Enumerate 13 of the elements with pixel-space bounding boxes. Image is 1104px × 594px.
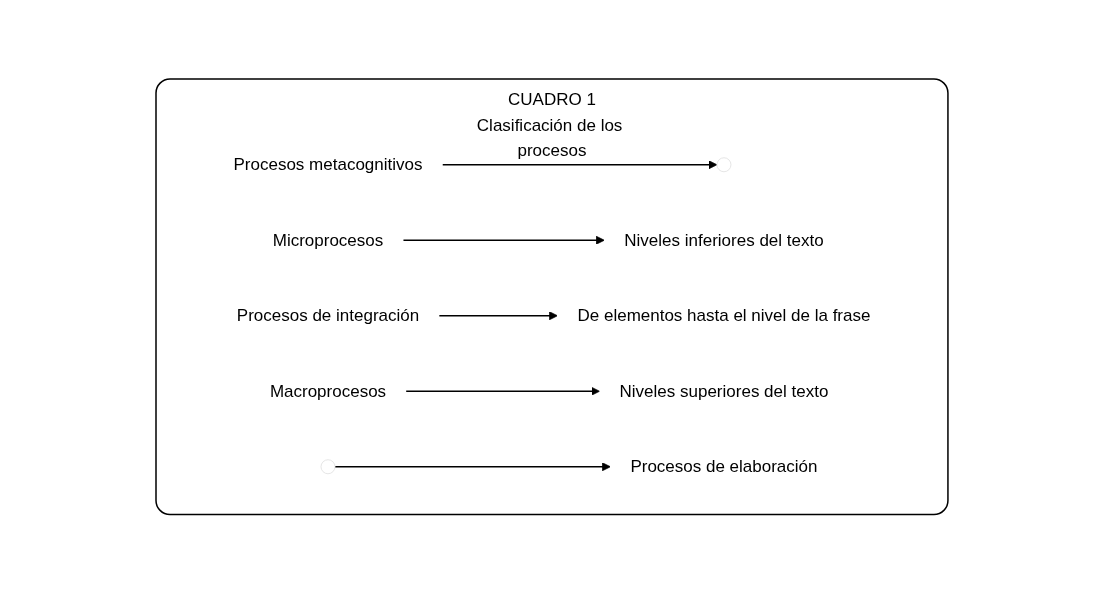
node-text: Niveles inferiores del texto: [624, 230, 824, 250]
node-text: Niveles superiores del texto: [619, 381, 829, 401]
node-text: Procesos de elaboración: [630, 457, 818, 477]
node-text: Procesos de integración: [236, 306, 420, 326]
arrow: [334, 462, 611, 472]
node-text: Procesos metacognitivos: [233, 155, 423, 175]
node-text: Microprocesos: [272, 230, 384, 250]
arrow: [441, 160, 718, 170]
node-text: De elementos hasta el nivel de la frase: [577, 306, 871, 326]
arrow: [405, 387, 600, 396]
node-text: Macroprocesos: [269, 381, 387, 401]
arrow: [402, 236, 605, 245]
arrow: [438, 311, 558, 321]
